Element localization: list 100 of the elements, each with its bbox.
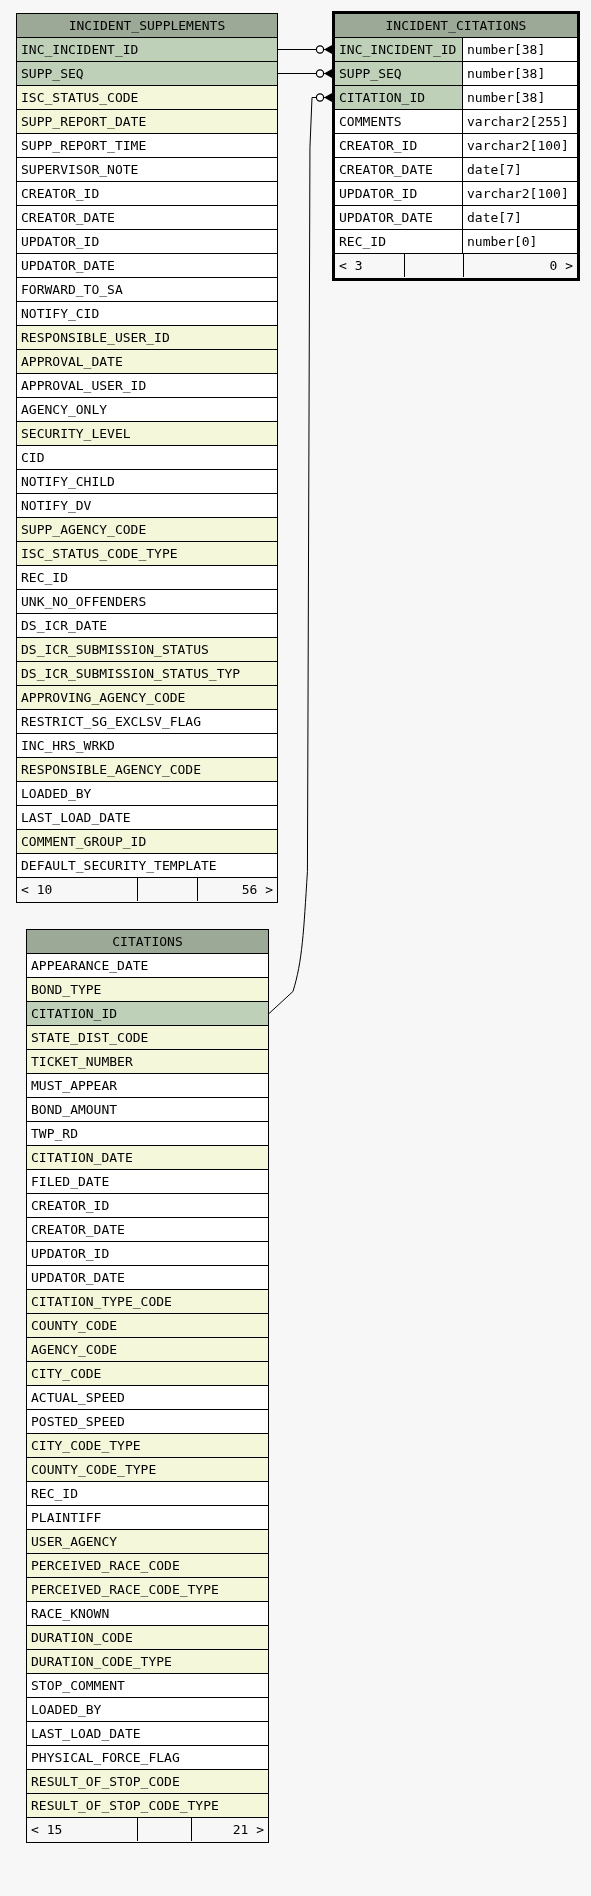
column-name: ISC_STATUS_CODE_TYPE [20,545,179,563]
column-name: BOND_TYPE [30,981,103,999]
column-name: PLAINTIFF [30,1509,103,1527]
column-name: DS_ICR_SUBMISSION_STATUS_TYP [20,665,242,683]
column-name: SUPP_SEQ [20,65,85,83]
column-name: INC_INCIDENT_ID [20,41,140,59]
column-name: CITY_CODE [30,1365,103,1383]
child-count: 56 > [197,878,277,901]
table-row [335,38,577,62]
column-name: APPROVAL_USER_ID [20,377,148,395]
column-name: TWP_RD [30,1125,79,1143]
table-row [27,1026,268,1050]
column-name: COUNTY_CODE [30,1317,119,1335]
column-name: ACTUAL_SPEED [30,1389,126,1407]
column-name: INC_HRS_WRKD [20,737,116,755]
column-name: DEFAULT_SECURITY_TEMPLATE [20,857,218,875]
table-row [27,1434,268,1458]
table-row [27,1290,268,1314]
column-name: POSTED_SPEED [30,1413,126,1431]
table-row [27,1362,268,1386]
column-name: RESPONSIBLE_USER_ID [20,329,171,347]
column-name: APPROVAL_DATE [20,353,124,371]
table-row [27,1770,268,1794]
column-name: RESULT_OF_STOP_CODE [30,1773,181,1791]
column-name: DS_ICR_SUBMISSION_STATUS [20,641,210,659]
table-row [335,134,577,158]
entity-table [332,11,580,281]
column-name: LAST_LOAD_DATE [30,1725,142,1743]
column-name: REC_ID [30,1485,79,1503]
column-name: DS_ICR_DATE [20,617,109,635]
table-row [27,1002,268,1026]
table-row [17,830,277,854]
column-name: MUST_APPEAR [30,1077,119,1095]
table-row [27,1338,268,1362]
table-header: INCIDENT_CITATIONS [335,14,577,38]
table-footer [17,878,277,902]
table-row [17,350,277,374]
column-name: CITATION_TYPE_CODE [30,1293,173,1311]
table-row [17,62,277,86]
table-row [27,1578,268,1602]
column-name: NOTIFY_CHILD [20,473,116,491]
column-name: SUPERVISOR_NOTE [20,161,140,179]
table-row [17,518,277,542]
column-name: TICKET_NUMBER [30,1053,134,1071]
column-name: BOND_AMOUNT [30,1101,119,1119]
column-name: PERCEIVED_RACE_CODE [30,1557,181,1575]
table-header: INCIDENT_SUPPLEMENTS [17,14,277,38]
column-name: SUPP_SEQ [335,62,463,85]
table-row [17,638,277,662]
column-name: RACE_KNOWN [30,1605,111,1623]
relationship-line [277,68,333,79]
table-row [17,758,277,782]
column-name: DURATION_CODE_TYPE [30,1653,173,1671]
column-name: DURATION_CODE [30,1629,134,1647]
table-row [27,1314,268,1338]
column-name: ISC_STATUS_CODE [20,89,140,107]
table-row [27,978,268,1002]
column-name: APPEARANCE_DATE [30,957,150,975]
column-name: UNK_NO_OFFENDERS [20,593,148,611]
table-row [17,326,277,350]
column-name: USER_AGENCY [30,1533,119,1551]
table-row [17,542,277,566]
column-name: UPDATOR_DATE [30,1269,126,1287]
table-row [27,1530,268,1554]
parent-count: < 15 [27,1818,138,1841]
column-name: CITATION_ID [335,86,463,109]
child-count: 0 > [463,254,577,277]
column-name: COUNTY_CODE_TYPE [30,1461,158,1479]
entity-table [16,13,278,903]
table-row [27,1146,268,1170]
column-name: UPDATOR_ID [30,1245,111,1263]
parent-count: < 3 [335,254,405,277]
column-name: UPDATOR_ID [20,233,101,251]
table-row [27,1626,268,1650]
column-name: STOP_COMMENT [30,1677,126,1695]
table-footer [335,254,577,278]
table-row [27,1458,268,1482]
table-row [17,110,277,134]
column-name: REC_ID [20,569,69,587]
relationship-line [268,92,333,1014]
column-name: AGENCY_CODE [30,1341,119,1359]
column-name: NOTIFY_CID [20,305,101,323]
column-name: CREATOR_DATE [30,1221,126,1239]
table-row [335,206,577,230]
column-name: SECURITY_LEVEL [20,425,132,443]
column-name: AGENCY_ONLY [20,401,109,419]
column-name: INC_INCIDENT_ID [335,38,463,61]
column-name: RESPONSIBLE_AGENCY_CODE [20,761,202,779]
column-name: SUPP_REPORT_TIME [20,137,148,155]
column-name: UPDATOR_DATE [20,257,116,275]
column-name: LOADED_BY [20,785,93,803]
table-row [27,1794,268,1818]
column-name: RESULT_OF_STOP_CODE_TYPE [30,1797,220,1815]
column-name: STATE_DIST_CODE [30,1029,150,1047]
column-name: CREATOR_ID [30,1197,111,1215]
column-name: SUPP_REPORT_DATE [20,113,148,131]
relationship-line [277,44,333,55]
table-row [335,62,577,86]
table-row [27,1650,268,1674]
column-name: CITATION_ID [30,1005,119,1023]
